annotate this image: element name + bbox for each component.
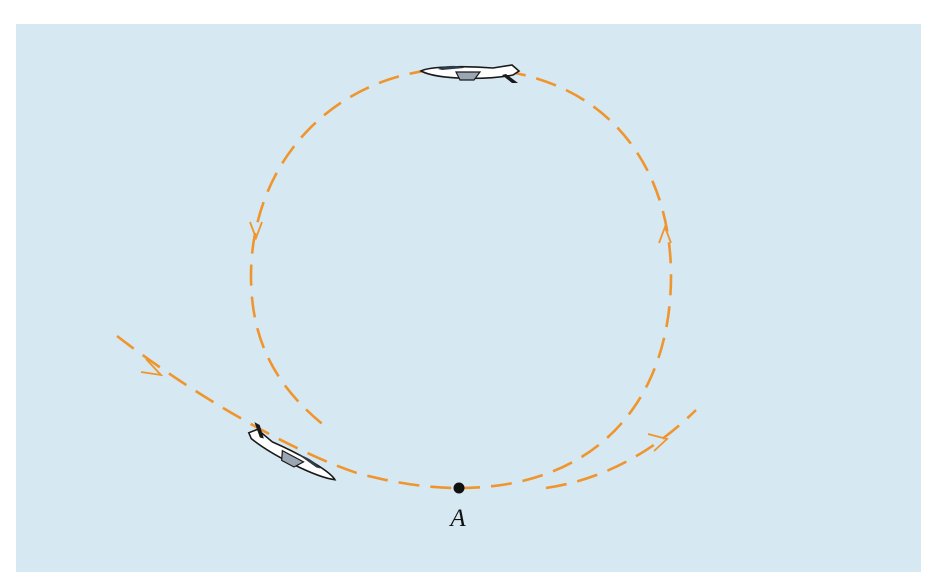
direction-arrows xyxy=(140,221,672,452)
chevron-arrow-icon xyxy=(658,224,672,244)
chevron-arrow-icon xyxy=(647,433,669,452)
canopy-shape xyxy=(298,454,321,469)
point-a-marker xyxy=(453,482,465,494)
fuselage-shape xyxy=(247,428,337,481)
exit-path-segment xyxy=(545,409,697,490)
chevron-arrow-icon xyxy=(249,221,263,241)
entry-path-segment xyxy=(116,334,460,490)
tail-fin-shape xyxy=(254,422,264,439)
tail-fin-shape xyxy=(502,74,518,83)
wing-shape xyxy=(281,449,305,468)
jet-aircraft-icon xyxy=(419,64,521,83)
wing-shape xyxy=(455,71,482,81)
chevron-arrow-icon xyxy=(140,358,164,377)
canopy-shape xyxy=(438,65,464,70)
point-a-label: A xyxy=(448,505,466,532)
jet-aircraft-icon xyxy=(247,422,337,481)
sky-background xyxy=(16,24,921,572)
flight-path xyxy=(116,66,697,490)
